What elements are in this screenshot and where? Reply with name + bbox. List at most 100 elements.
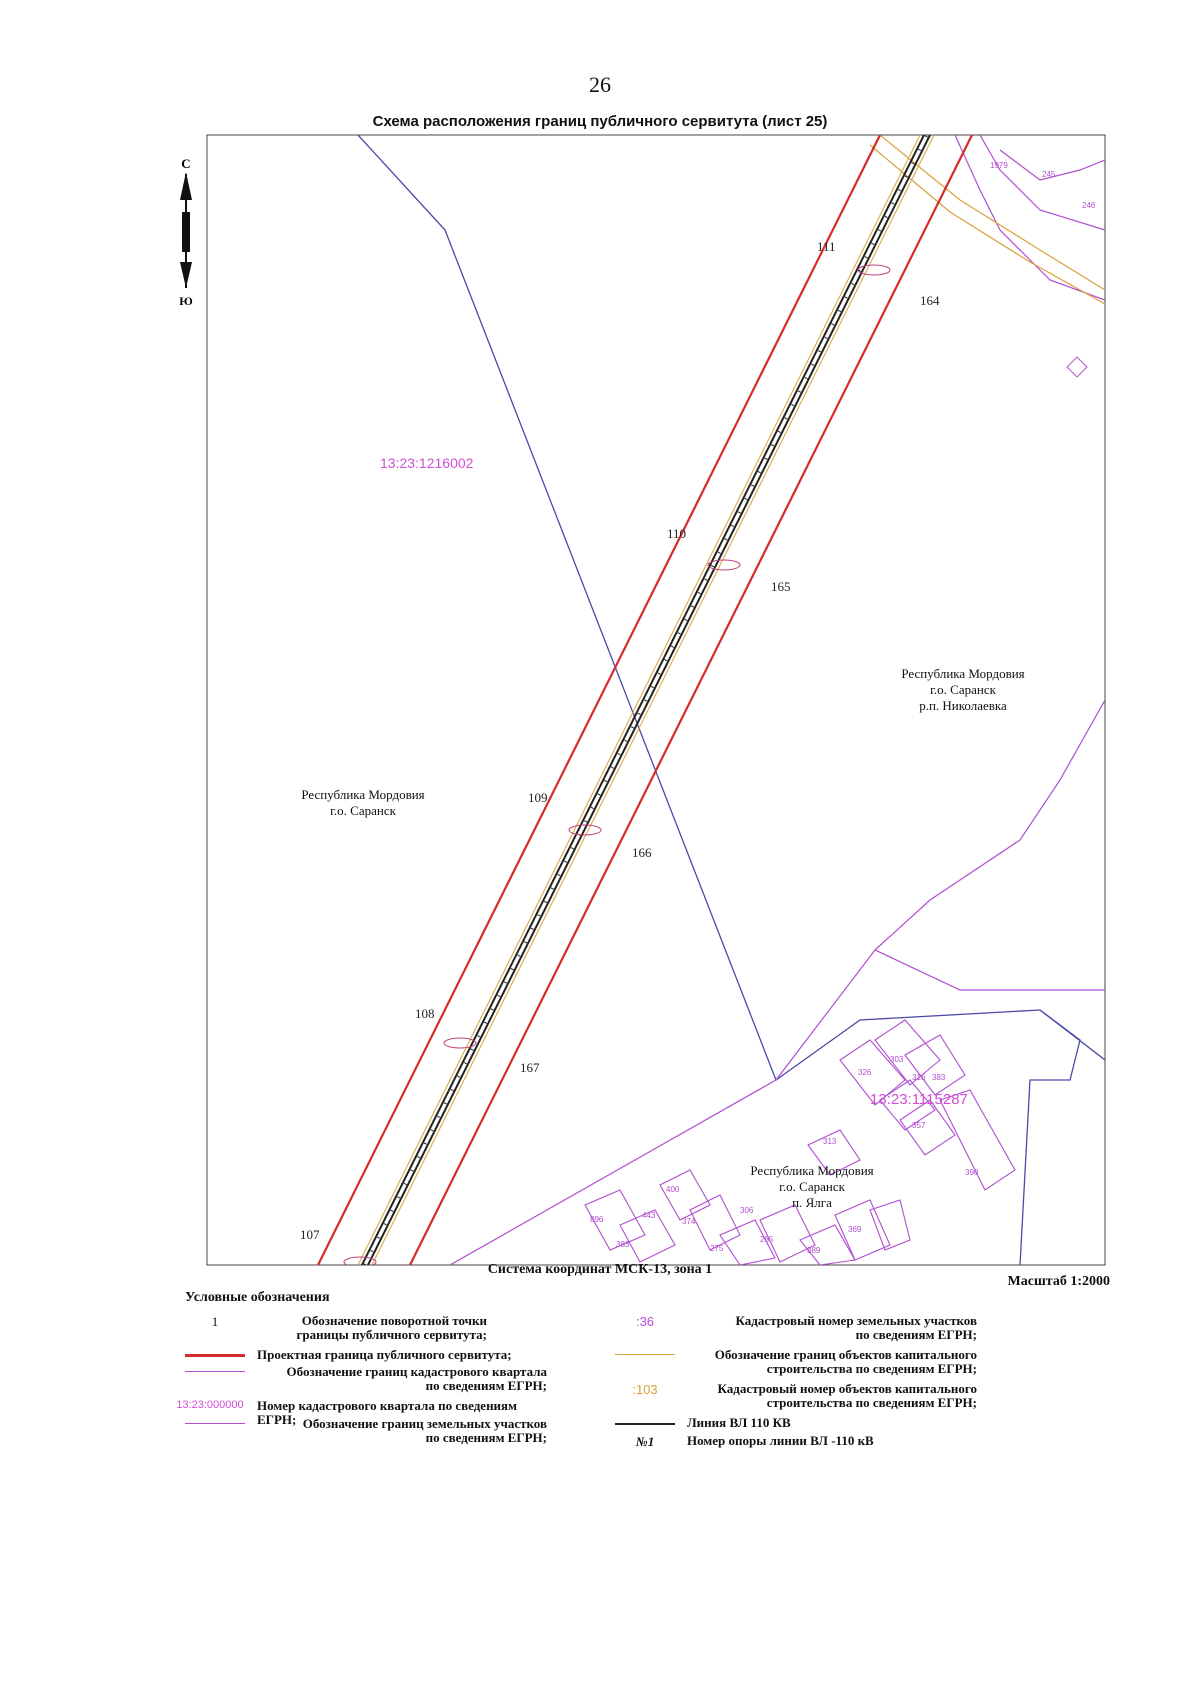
parcel-number: 357 xyxy=(912,1121,926,1130)
parcel-number: 369 xyxy=(848,1225,862,1234)
map-scale: Масштаб 1:2000 xyxy=(1007,1274,1110,1289)
parcel-number: 389 xyxy=(807,1246,821,1255)
corridor-edge xyxy=(357,135,921,1265)
power-line-110kv xyxy=(361,135,925,1265)
legend-symbol: 13:23:000000 xyxy=(176,1399,244,1411)
region-line: г.о. Саранск xyxy=(779,1179,846,1194)
region-label: Республика Мордовия г.о. Саранск п. Ялга xyxy=(750,1163,873,1210)
region-line: г.о. Саранск xyxy=(930,682,997,697)
parcel-number: 313 xyxy=(823,1137,837,1146)
legend-symbol: №1 xyxy=(635,1434,655,1449)
turn-point-label: 167 xyxy=(520,1060,540,1075)
parcel-number: 390 xyxy=(965,1168,979,1177)
compass-north-label: С xyxy=(181,156,190,171)
legend-symbol-servitude xyxy=(185,1348,245,1368)
legend-symbol: :103 xyxy=(632,1382,658,1397)
parcel-number: 896 xyxy=(590,1215,604,1224)
region-label: Республика Мордовия г.о. Саранск xyxy=(301,787,424,818)
region-line: Республика Мордовия xyxy=(901,666,1024,681)
pylon-markers xyxy=(343,264,891,1265)
parcel-cluster xyxy=(584,1019,1016,1265)
quarter-border-east xyxy=(1019,1009,1081,1265)
parcel-number: 383 xyxy=(932,1073,946,1082)
turn-point-labels: 111 164 110 165 109 166 108 167 107 xyxy=(300,239,940,1242)
turn-point-label: 108 xyxy=(415,1006,435,1021)
legend-item: :103 Кадастровый номер объектов капиталь… xyxy=(615,1382,1105,1416)
legend-item: Обозначение границ кадастрового квартала… xyxy=(185,1365,605,1399)
servitude-boundary-east xyxy=(409,135,973,1265)
region-line: Республика Мордовия xyxy=(301,787,424,802)
region-line: Республика Мордовия xyxy=(750,1163,873,1178)
turn-point-label: 164 xyxy=(920,293,940,308)
servitude-boundary-west xyxy=(317,135,881,1265)
building-border xyxy=(879,135,1105,291)
parcel-number: 374 xyxy=(682,1217,696,1226)
turn-point-label: 109 xyxy=(528,790,548,805)
power-line-110kv xyxy=(367,135,931,1265)
compass: С Ю xyxy=(179,156,193,308)
parcel-number-labels: 1979 245 246 303 326 316 383 357 313 390… xyxy=(590,161,1096,1255)
legend-text: Линия ВЛ 110 КВ xyxy=(687,1415,791,1430)
region-line: г.о. Саранск xyxy=(330,803,397,818)
turn-point-label: 166 xyxy=(632,845,652,860)
parcel-number: 326 xyxy=(858,1068,872,1077)
parcel-border xyxy=(775,949,1105,1081)
parcel-number: 246 xyxy=(1082,201,1096,210)
turn-point-label: 111 xyxy=(817,239,836,254)
quarter-number: 13:23:1216002 xyxy=(380,455,474,471)
turn-point-label: 107 xyxy=(300,1227,320,1242)
map-title: Схема расположения границ публичного сер… xyxy=(372,113,828,130)
legend-item: :36 Кадастровый номер земельных участков… xyxy=(615,1314,1105,1348)
legend-column-right: :36 Кадастровый номер земельных участков… xyxy=(615,1314,1105,1452)
legend-item: Обозначение границ объектов капитального… xyxy=(615,1348,1105,1382)
legend-text: Обозначение границ кадастрового квартала… xyxy=(286,1364,547,1393)
region-label: Республика Мордовия г.о. Саранск р.п. Ни… xyxy=(901,666,1024,713)
turn-point-label: 110 xyxy=(667,526,686,541)
parcel-number: 285 xyxy=(760,1235,774,1244)
parcel-border xyxy=(874,699,1105,951)
legend-symbol: :36 xyxy=(635,1314,655,1329)
parcel-border xyxy=(999,149,1105,181)
parcel-number: 383 xyxy=(616,1240,630,1249)
parcel xyxy=(1066,356,1088,378)
legend-symbol-power-line xyxy=(615,1416,675,1436)
turn-point-label: 165 xyxy=(771,579,791,594)
legend-title: Условные обозначения xyxy=(185,1290,330,1305)
legend: Условные обозначения 1 Обозначение повор… xyxy=(176,1290,1105,1449)
page-number: 26 xyxy=(589,72,611,97)
quarter-border xyxy=(357,135,1105,1082)
parcel-number: 303 xyxy=(890,1055,904,1064)
legend-text: Обозначение границ объектов капитального… xyxy=(714,1347,977,1376)
region-line: п. Ялга xyxy=(792,1195,832,1210)
legend-text: Номер опоры линии ВЛ -110 кВ xyxy=(687,1433,874,1448)
legend-symbol-parcel-border xyxy=(185,1417,245,1437)
parcel-border xyxy=(979,135,1105,231)
legend-symbol: 1 xyxy=(211,1314,219,1329)
legend-symbol-building-border xyxy=(615,1348,675,1368)
parcel-number: 245 xyxy=(1042,170,1056,179)
parcel-border xyxy=(449,1079,777,1265)
legend-text: Номер кадастрового квартала по сведениям… xyxy=(257,1398,517,1427)
legend-symbol-quarter-border xyxy=(185,1365,245,1385)
coordinate-system: Система координат МСК-13, зона 1 xyxy=(487,1262,713,1277)
parcel-number: 275 xyxy=(710,1244,724,1253)
corridor-edge xyxy=(371,135,935,1265)
quarter-number: 13:23:1115287 xyxy=(870,1091,968,1108)
building-border xyxy=(869,144,1105,305)
parcel-number: 400 xyxy=(666,1185,680,1194)
south-arrow-icon xyxy=(180,262,192,288)
legend-item: Линия ВЛ 110 КВ xyxy=(615,1416,1105,1434)
compass-south-label: Ю xyxy=(179,294,193,308)
legend-item: №1 Номер опоры линии ВЛ -110 кВ xyxy=(615,1434,1105,1452)
legend-text: Проектная граница публичного сервитута; xyxy=(257,1347,512,1362)
north-arrow-icon xyxy=(180,172,192,200)
parcel-border xyxy=(954,135,1105,301)
